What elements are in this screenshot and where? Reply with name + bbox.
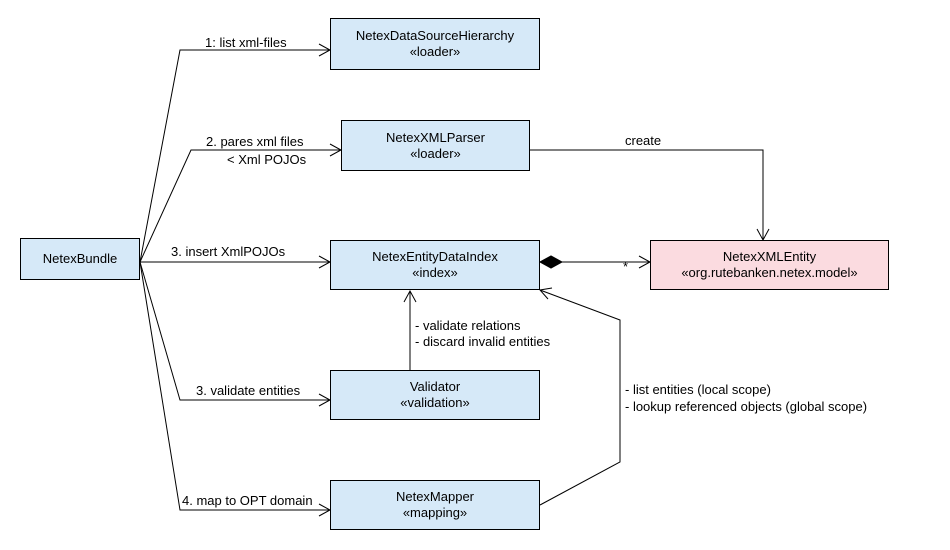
label-list-xml-files: 1: list xml-files	[205, 35, 287, 50]
node-parser-name: NetexXMLParser	[386, 129, 485, 145]
label-xml-pojos: < Xml POJOs	[227, 152, 307, 167]
label-create: create	[625, 133, 662, 148]
arrowhead-index-validator	[403, 289, 417, 303]
node-entity-name: NetexXMLEntity	[722, 249, 817, 264]
node-validator-stereotype: «validation»	[400, 395, 470, 410]
node-mapper-name: NetexMapper	[395, 489, 475, 504]
edge-bundle-to-parser	[139, 149, 341, 263]
node-netex-entity-data-index[interactable]: NetexEntityDataIndex «index»	[330, 240, 540, 290]
node-netex-bundle-name: NetexBundle	[42, 251, 118, 266]
edge-bundle-to-mapper	[139, 261, 330, 511]
label-multiplicity: *	[623, 259, 629, 274]
label-parse-xml-files: 2. pares xml files	[206, 134, 304, 149]
node-hierarchy-stereotype: «loader»	[409, 44, 461, 59]
node-parser-stereotype: «loader»	[410, 145, 461, 161]
node-index-name: NetexEntityDataIndex	[372, 249, 498, 264]
composition-diamond	[538, 255, 564, 269]
edge-parser-create-entity	[530, 149, 764, 240]
label-insert-xml-pojos: 3. insert XmlPOJOs	[171, 244, 286, 259]
node-netex-xml-parser[interactable]: NetexXMLParser «loader»	[341, 120, 530, 171]
label-validate-relations: - validate relations	[415, 318, 521, 333]
node-netex-data-source-hierarchy[interactable]: NetexDataSourceHierarchy «loader»	[330, 18, 540, 70]
label-lookup-referenced-objects: - lookup referenced objects (global scop…	[625, 399, 868, 414]
node-validator-name: Validator	[409, 379, 461, 394]
node-netex-mapper[interactable]: NetexMapper «mapping»	[330, 480, 540, 530]
edge-bundle-to-validator	[139, 261, 330, 401]
node-hierarchy-name: NetexDataSourceHierarchy	[355, 28, 515, 43]
node-netex-xml-entity[interactable]: NetexXMLEntity «org.rutebanken.netex.mod…	[650, 240, 889, 290]
label-validate-entities: 3. validate entities	[196, 383, 301, 398]
edge-mapper-to-index	[539, 289, 621, 506]
label-map-to-opt-domain: 4. map to OPT domain	[182, 493, 313, 508]
node-mapper-stereotype: «mapping»	[402, 505, 468, 520]
label-list-entities-local: - list entities (local scope)	[625, 382, 771, 397]
node-entity-stereotype: «org.rutebanken.netex.model»	[681, 265, 858, 280]
node-netex-bundle[interactable]: NetexBundle	[20, 238, 140, 280]
label-discard-invalid-entities: - discard invalid entities	[415, 334, 551, 349]
node-validator[interactable]: Validator «validation»	[330, 370, 540, 420]
edge-bundle-to-hierarchy	[139, 49, 330, 263]
node-index-stereotype: «index»	[412, 265, 458, 280]
arrowhead-index-mapper	[539, 287, 553, 300]
